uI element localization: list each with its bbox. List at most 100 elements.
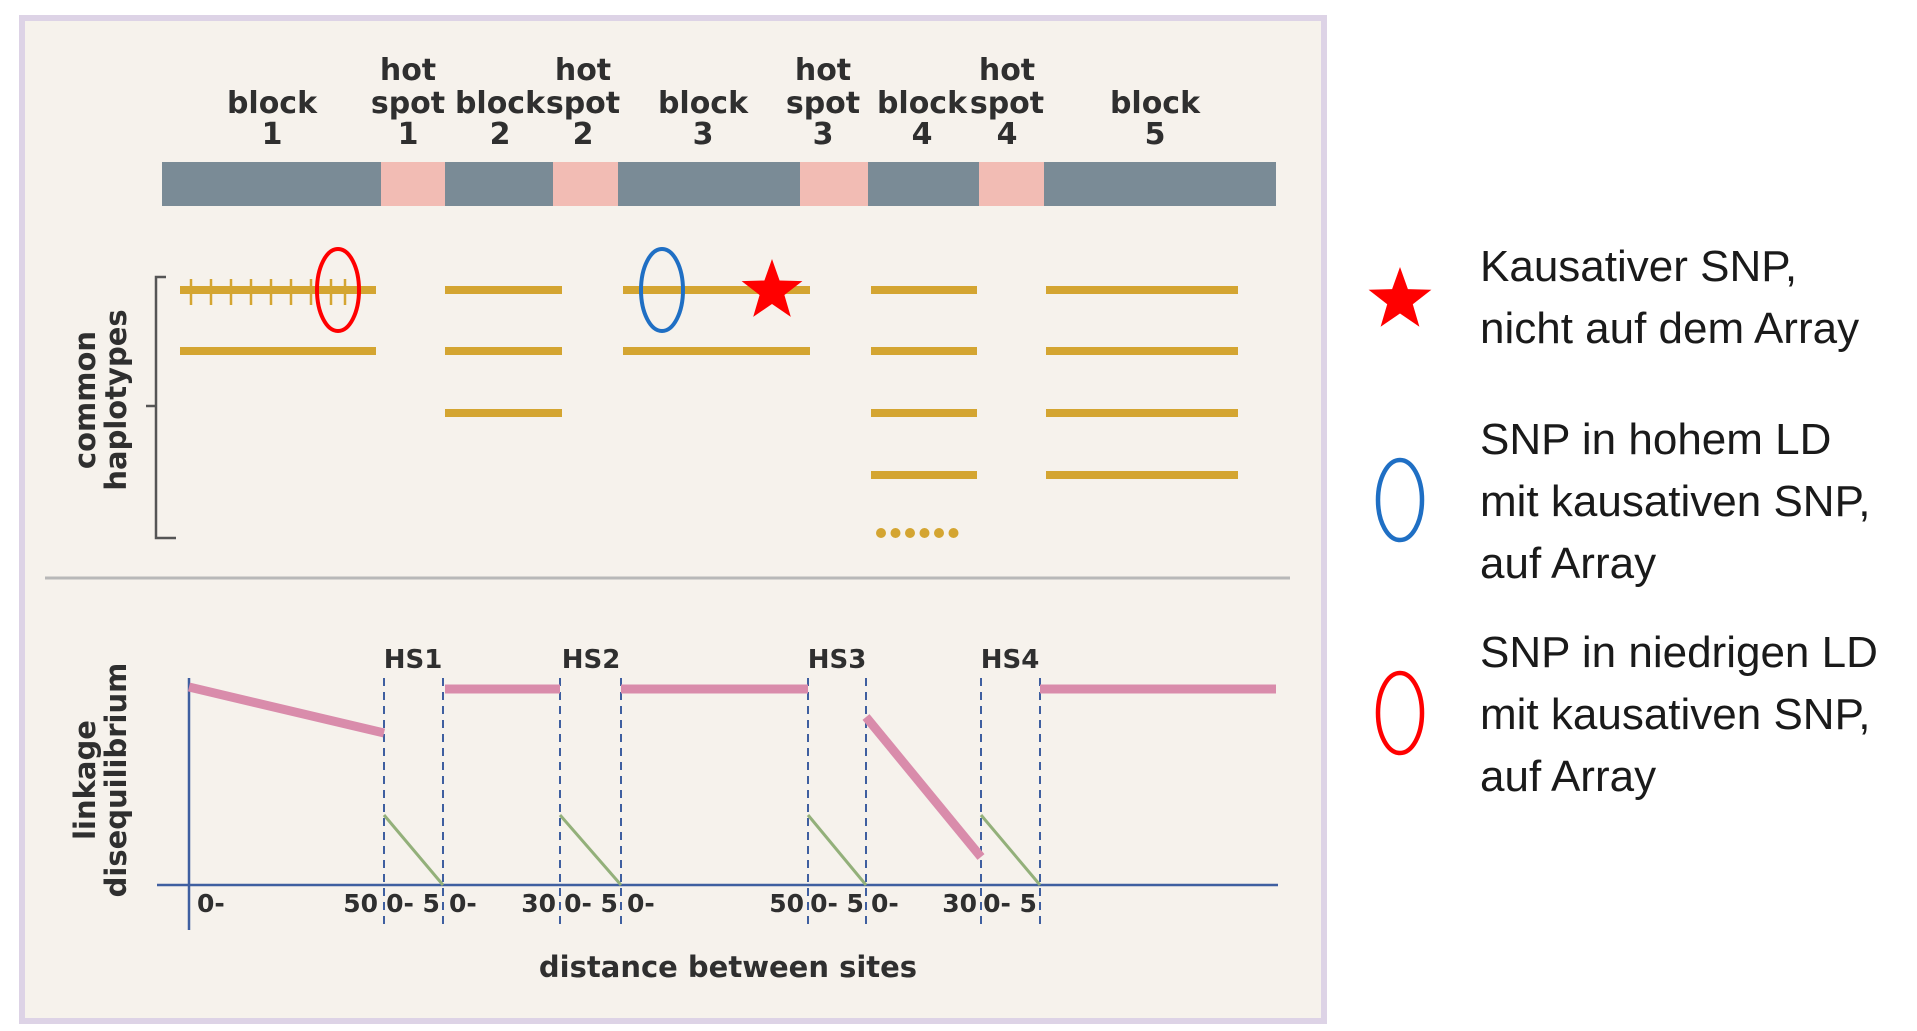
dot xyxy=(934,528,944,538)
legend-text-line: SNP in niedrigen LD xyxy=(1480,628,1878,677)
legend-item-causal: Kausativer SNP, nicht auf dem Array xyxy=(1480,236,1910,360)
ld-decay-block-4 xyxy=(862,714,985,860)
hotspot-segment xyxy=(979,162,1044,206)
segment-header-hotspot-3: hot spot 3 xyxy=(786,53,860,152)
ld-axis-label-line-2: disequilibrium xyxy=(99,663,133,898)
hotspot-label-4: HS4 xyxy=(981,645,1040,675)
segment-label-number: 3 xyxy=(693,117,714,152)
segment-label-number: 3 xyxy=(813,117,834,152)
high-ld-snp-marker xyxy=(639,247,685,333)
legend-text-line: nicht auf dem Array xyxy=(1480,304,1860,353)
causal-snp-star-icon xyxy=(741,259,803,317)
segment-label-block: block xyxy=(658,86,749,121)
tick-label: 0- 5 xyxy=(810,889,864,918)
segment-label-number: 1 xyxy=(398,117,419,152)
tick-label: 0- xyxy=(871,889,899,918)
segment-label-block: block xyxy=(455,86,546,121)
tick-label: 0- xyxy=(627,889,655,918)
hotspot-label-3: HS3 xyxy=(808,645,867,675)
x-tick-labels: 0- 50 0- 5 0- 30 0- 5 0- 50 0- 5 0- 30 0… xyxy=(197,889,1037,918)
legend-text-line: mit kausativen SNP, xyxy=(1480,690,1871,739)
ld-decay-block-1 xyxy=(187,682,386,738)
ld-drop-hotspot-3 xyxy=(806,814,868,886)
segment-label-spot: spot xyxy=(546,86,620,121)
segment-header-hotspot-1: hot spot 1 xyxy=(371,53,445,152)
haplotype-axis-label-line-1: common xyxy=(68,331,102,469)
haplotype-lines xyxy=(180,286,1238,538)
block-segment xyxy=(868,162,979,206)
more-haplotypes-dots xyxy=(876,528,959,538)
legend-text-line: mit kausativen SNP, xyxy=(1480,477,1871,526)
segment-label-hot: hot xyxy=(380,53,436,88)
dot xyxy=(876,528,886,538)
dot xyxy=(890,528,901,538)
hotspot-label-1: HS1 xyxy=(384,645,443,675)
tick-label: 50 xyxy=(343,889,378,918)
block-segment xyxy=(445,162,553,206)
ld-axis-label-line-1: linkage xyxy=(68,720,102,840)
segment-label-block: block xyxy=(227,86,318,121)
legend-text-line: auf Array xyxy=(1480,752,1657,801)
dot xyxy=(948,528,959,538)
block-segment xyxy=(618,162,800,206)
legend-text-line: auf Array xyxy=(1480,539,1657,588)
bracket-line xyxy=(154,275,176,540)
ld-axes xyxy=(157,678,1278,930)
ld-drop-hotspot-1 xyxy=(382,814,445,886)
segment-label-hot: hot xyxy=(795,53,851,88)
low-ld-snp-marker xyxy=(315,247,361,333)
segment-label-number: 2 xyxy=(573,117,594,152)
tick-label: 0- xyxy=(197,889,225,918)
legend-star-icon xyxy=(1368,267,1432,327)
segment-header-block-1: block 1 xyxy=(227,86,318,152)
segment-label-hot: hot xyxy=(555,53,611,88)
segment-label-number: 4 xyxy=(912,117,933,152)
tick-label: 50 xyxy=(769,889,804,918)
tick-label: 30 xyxy=(942,889,977,918)
segment-header-block-2: block 2 xyxy=(455,86,546,152)
segment-label-spot: spot xyxy=(786,86,860,121)
tick-label: 0- 5 xyxy=(386,889,440,918)
ld-curves-hotspots xyxy=(382,814,1042,886)
x-axis-label: distance between sites xyxy=(539,950,917,984)
segment-header-hotspot-2: hot spot 2 xyxy=(546,53,620,152)
legend-item-low-ld: SNP in niedrigen LD mit kausativen SNP, … xyxy=(1480,622,1910,808)
legend-item-high-ld: SNP in hohem LD mit kausativen SNP, auf … xyxy=(1480,409,1910,595)
hotspot-segment xyxy=(381,162,445,206)
segment-label-number: 4 xyxy=(997,117,1018,152)
block-segment xyxy=(162,162,381,206)
segment-label-number: 5 xyxy=(1145,117,1166,152)
segment-label-block: block xyxy=(1110,86,1201,121)
legend-text-line: Kausativer SNP, xyxy=(1480,242,1798,291)
legend-red-ellipse-icon xyxy=(1375,670,1425,756)
segment-label-hot: hot xyxy=(979,53,1035,88)
segment-label-spot: spot xyxy=(970,86,1044,121)
legend-blue-ellipse-icon xyxy=(1375,457,1425,543)
snp-ticks xyxy=(189,279,347,305)
ld-drop-hotspot-2 xyxy=(558,814,623,886)
haplotype-bracket xyxy=(146,275,176,540)
segment-header-hotspot-4: hot spot 4 xyxy=(970,53,1044,152)
tick-label: 0- 5 xyxy=(983,889,1037,918)
tick-label: 0- 5 xyxy=(564,889,618,918)
segment-header-block-4: block 4 xyxy=(877,86,968,152)
block-segment xyxy=(1044,162,1276,206)
segment-header-block-5: block 5 xyxy=(1110,86,1201,152)
dot xyxy=(905,528,915,538)
hotspot-label-2: HS2 xyxy=(562,645,621,675)
chromosome-bar xyxy=(162,162,1276,206)
segment-header-block-3: block 3 xyxy=(658,86,749,152)
segment-label-number: 2 xyxy=(490,117,511,152)
hotspot-segment xyxy=(553,162,618,206)
haplotype-axis-label-line-2: haplotypes xyxy=(99,309,133,490)
tick-label: 0- xyxy=(449,889,477,918)
legend-text-line: SNP in hohem LD xyxy=(1480,415,1832,464)
segment-label-spot: spot xyxy=(371,86,445,121)
hotspot-segment xyxy=(800,162,868,206)
dot xyxy=(919,528,930,538)
hotspot-dividers xyxy=(383,678,1041,930)
segment-label-number: 1 xyxy=(262,117,283,152)
segment-label-block: block xyxy=(877,86,968,121)
ld-drop-hotspot-4 xyxy=(979,814,1042,886)
